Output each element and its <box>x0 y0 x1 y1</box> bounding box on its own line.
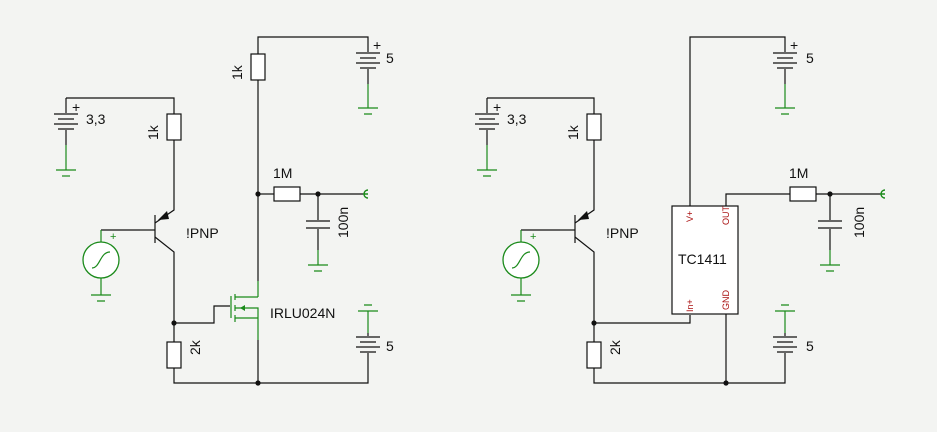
c-100n-label: 100n <box>335 207 351 238</box>
battery-plus-sign: + <box>72 99 80 115</box>
pin-out-label: OUT <box>721 206 731 226</box>
r-1k-base-label: 1k <box>145 124 161 140</box>
wire <box>66 97 175 114</box>
pnp-transistor-icon <box>560 196 595 322</box>
c-100n-label: 100n <box>851 207 867 238</box>
r-1k-base-label: 1k <box>565 124 581 140</box>
generator-plus-sign: + <box>530 231 536 243</box>
ground-icon <box>775 304 795 333</box>
battery-icon <box>356 52 380 84</box>
pin-vplus-label: V+ <box>685 211 695 222</box>
battery-5v-top-label: 5 <box>806 50 814 66</box>
resistor-icon <box>166 341 182 369</box>
output-terminal-icon <box>880 189 886 199</box>
pin-inplus-label: In+ <box>685 299 695 312</box>
capacitor-icon <box>306 194 330 250</box>
capacitor-icon <box>818 194 842 250</box>
battery-plus-sign: + <box>790 37 798 53</box>
resistor-icon <box>250 53 266 81</box>
battery-5v-top-label: 5 <box>386 50 394 66</box>
r-2k-label: 2k <box>607 339 623 355</box>
driver-ic-icon <box>671 205 739 315</box>
ground-icon <box>56 145 76 177</box>
ground-icon <box>820 250 840 272</box>
battery-icon <box>773 52 797 84</box>
r-1M-label: 1M <box>273 165 292 181</box>
mosfet-label: IRLU024N <box>270 305 335 321</box>
ground-icon <box>775 84 795 115</box>
battery-plus-sign: + <box>373 37 381 53</box>
resistor-icon <box>273 186 301 202</box>
signal-generator-icon <box>82 230 120 302</box>
ground-icon <box>308 250 328 272</box>
wire <box>593 366 786 384</box>
battery-5v-bottom-label: 5 <box>806 338 814 354</box>
wire <box>487 97 595 114</box>
resistor-icon <box>166 113 182 141</box>
battery-plus-sign: + <box>493 99 501 115</box>
battery-icon <box>356 333 380 366</box>
resistor-icon <box>586 341 602 369</box>
r-1k-drain-label: 1k <box>229 64 245 80</box>
battery-3v3-label: 3,3 <box>507 111 527 127</box>
signal-generator-icon <box>502 230 540 302</box>
battery-3v3-label: 3,3 <box>86 111 106 127</box>
r-1M-label: 1M <box>789 165 808 181</box>
wire <box>689 36 786 206</box>
wire <box>257 36 369 54</box>
left-circuit: + 3,3 1k !PNP + <box>54 36 394 386</box>
r-2k-label: 2k <box>187 339 203 355</box>
battery-icon <box>773 333 797 366</box>
transistor-label: !PNP <box>606 225 639 241</box>
ground-icon <box>477 145 497 177</box>
driver-label: TC1411 <box>678 251 727 267</box>
wire <box>594 315 691 324</box>
generator-plus-sign: + <box>110 231 116 243</box>
battery-icon <box>54 98 78 145</box>
battery-5v-bottom-label: 5 <box>386 338 394 354</box>
ground-icon <box>358 84 378 115</box>
resistor-icon <box>789 186 817 202</box>
ground-icon <box>358 304 378 333</box>
wire <box>173 366 369 384</box>
resistor-icon <box>586 113 602 141</box>
right-circuit: + 3,3 1k !PNP + <box>475 36 886 386</box>
pnp-transistor-icon <box>140 196 175 322</box>
transistor-label: !PNP <box>186 225 219 241</box>
wire <box>174 305 230 324</box>
mosfet-icon <box>230 281 259 340</box>
wire <box>725 193 790 206</box>
output-terminal-icon <box>363 189 369 199</box>
pin-gnd-label: GND <box>721 290 731 311</box>
battery-icon <box>475 98 499 145</box>
